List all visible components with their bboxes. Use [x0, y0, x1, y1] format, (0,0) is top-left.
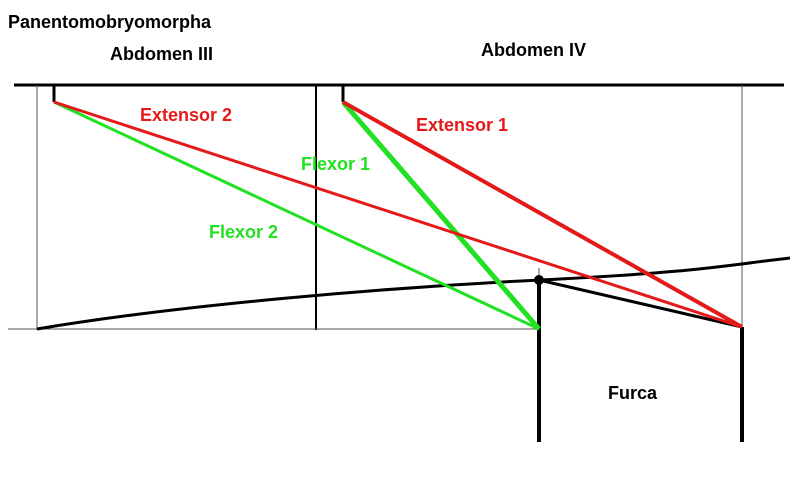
label-flexor-2: Flexor 2	[209, 222, 279, 242]
label-extensor-1: Extensor 1	[416, 115, 509, 135]
diagram-title: Panentomobryomorpha	[8, 12, 212, 32]
label-abdomen-iv: Abdomen IV	[481, 40, 587, 60]
muscle-extensor-2	[53, 100, 743, 329]
muscle-flexor-1	[341, 100, 541, 331]
furca-joint	[534, 275, 544, 285]
label-flexor-1: Flexor 1	[301, 154, 371, 174]
label-furca: Furca	[608, 383, 658, 403]
muscle-flexor-2	[53, 100, 540, 331]
muscle-extensor-1	[342, 100, 743, 329]
label-extensor-2: Extensor 2	[140, 105, 233, 125]
label-abdomen-iii: Abdomen III	[110, 44, 213, 64]
ventral-body-outline	[36, 256, 791, 331]
furca-bar	[538, 278, 743, 329]
